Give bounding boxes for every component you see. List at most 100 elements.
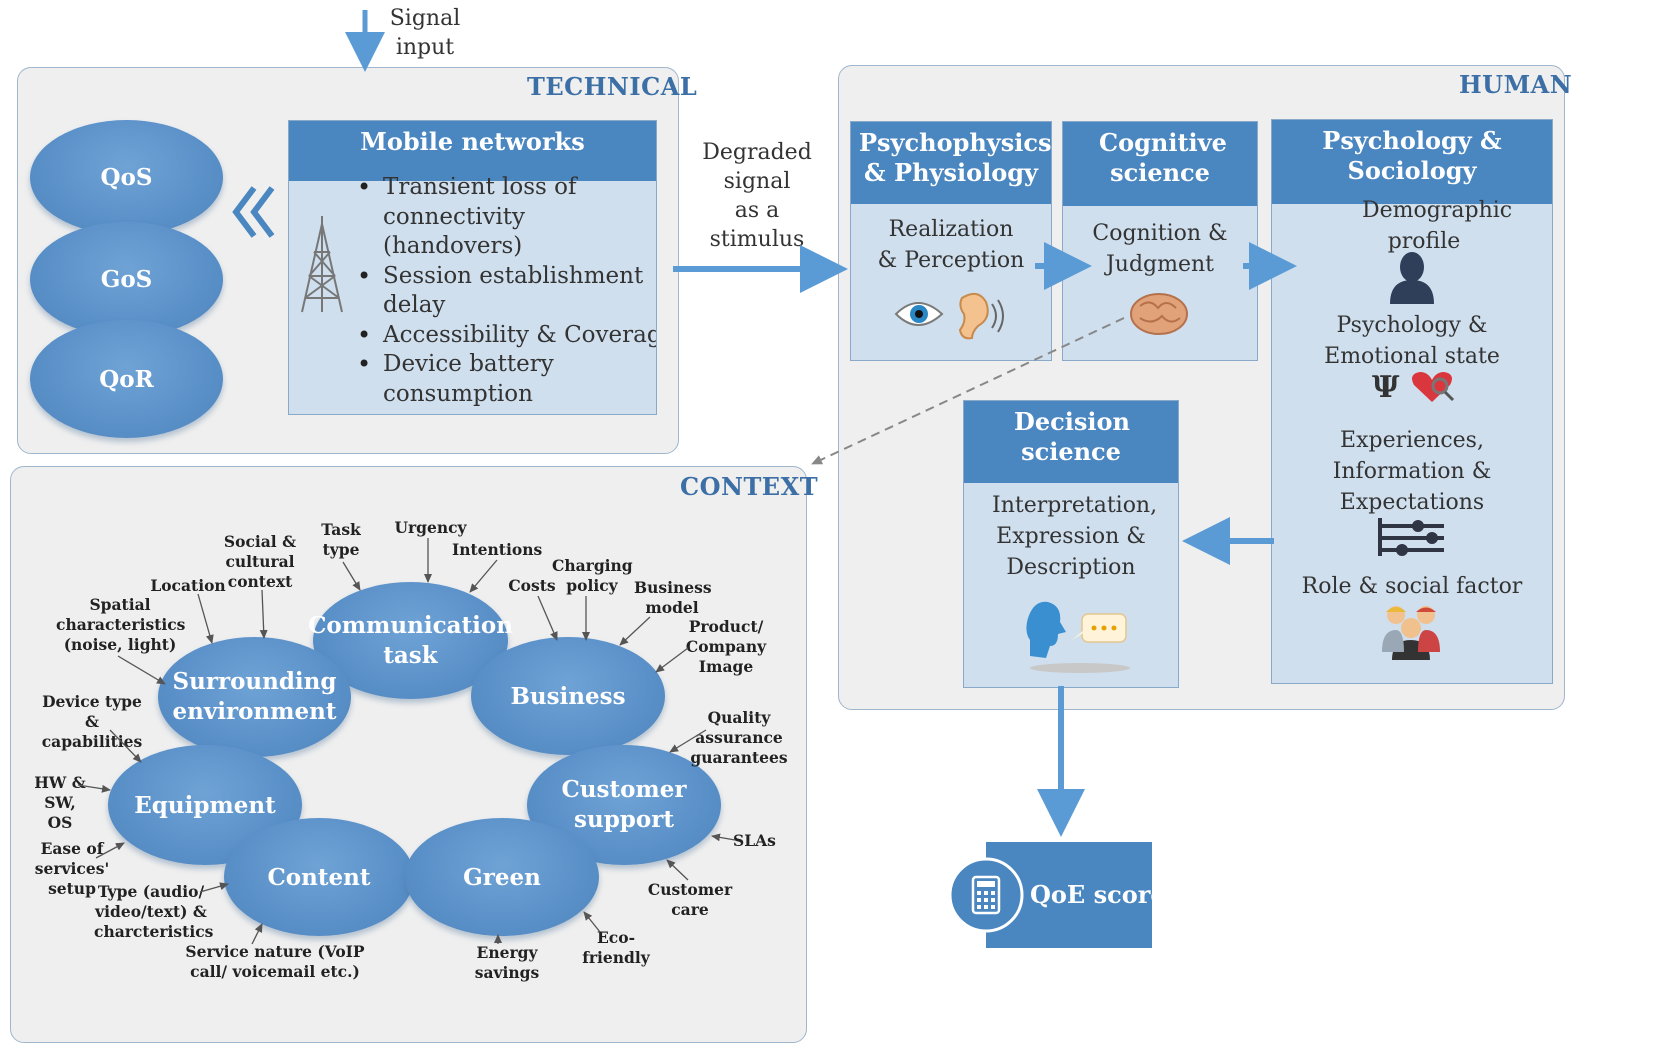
psychology-box: Psychology & Sociology Demographic profi… [1271, 119, 1553, 684]
ease-connector [95, 842, 125, 859]
degraded-signal-label: Degraded signal as a stimulus [702, 140, 812, 252]
psychology-title: Psychology & Sociology [1322, 126, 1502, 185]
qor-oval-label: QoR [99, 365, 154, 393]
intentions-connector [469, 559, 498, 593]
sliders-icon [1378, 518, 1444, 556]
service-nature-connector [251, 923, 263, 945]
content-oval: Content [224, 818, 414, 936]
customer-care-label: Customer care [647, 880, 733, 919]
location-label: Location [150, 576, 226, 595]
decision-header: Decision science [964, 401, 1178, 483]
costs-connector [537, 595, 558, 641]
surrounding-environment-label: Surrounding environment [172, 668, 337, 725]
location-connector [197, 593, 214, 644]
human-title: HUMAN [1459, 70, 1573, 99]
cognitive-title: Cognitive science [1099, 128, 1227, 187]
psychophysics-box: Psychophysics & Physiology Realization &… [850, 121, 1052, 361]
cell-tower-icon [301, 216, 343, 313]
mobile-networks-item: Device battery consumption [355, 350, 645, 409]
green-label: Green [463, 863, 541, 891]
decision-box: Decision science Interpretation, Express… [963, 400, 1179, 688]
mobile-networks-header: Mobile networks [289, 121, 656, 181]
brain-icon [1130, 293, 1188, 335]
eco-friendly-label: Eco-friendly [582, 928, 650, 967]
cognitive-header: Cognitive science [1063, 122, 1257, 206]
hw-connector [77, 784, 111, 793]
calculator-icon [948, 857, 1024, 933]
business-label: Business [510, 682, 626, 710]
group-people-icon [1382, 606, 1440, 660]
psi-icon: Ψ [1372, 370, 1400, 405]
business-model-connector [619, 616, 651, 646]
decision-title: Decision science [1014, 407, 1130, 466]
product-image-label: Product/ Company Image [685, 617, 767, 676]
mobile-networks-title: Mobile networks [360, 127, 585, 156]
decision-text: Interpretation, Expression & Description [992, 493, 1158, 580]
role-text: Role & social factor [1301, 574, 1523, 599]
psychophysics-text: Realization & Perception [877, 217, 1025, 273]
person-silhouette-icon [1390, 252, 1434, 304]
qos-oval: QoS [30, 120, 223, 235]
heart-search-icon [1412, 372, 1455, 402]
social-context-label: Social & cultural context [223, 532, 297, 591]
business-model-label: Business model [634, 578, 712, 617]
spatial-label: Spatial characteristics (noise, light) [56, 595, 186, 654]
signal-input-label: Signal input [389, 6, 461, 60]
technical-title: TECHNICAL [527, 72, 698, 101]
ear-icon [958, 292, 1004, 340]
device-connector [109, 729, 142, 763]
slas-connector [711, 833, 736, 842]
content-label: Content [267, 863, 371, 891]
costs-label: Costs [508, 576, 556, 595]
context-title: CONTEXT [680, 472, 819, 501]
type-av-label: Type (audio/ video/text) & charcteristic… [94, 882, 214, 941]
business-oval: Business [471, 637, 665, 755]
eye-icon [894, 302, 944, 326]
eco-connector [583, 911, 601, 933]
chevron-left-double-icon [232, 186, 275, 238]
slas-label: SLAs [733, 831, 776, 850]
qos-oval-label: QoS [100, 164, 153, 191]
mobile-networks-list: Transient loss of connectivity (handover… [355, 173, 656, 409]
qoe-score-label: QoE score [1030, 880, 1166, 909]
context-dashed-arrow [811, 317, 1125, 465]
type-av-connector [199, 882, 229, 893]
product-connector [655, 647, 689, 673]
customer-care-connector [666, 859, 689, 881]
energy-savings-label: Energy savings [474, 943, 540, 982]
ease-of-setup-label: Ease of services' setup [34, 839, 110, 898]
quality-connector [669, 729, 707, 753]
urgency-label: Urgency [394, 518, 467, 537]
mobile-networks-item: Accessibility & Coverage [355, 321, 656, 351]
green-oval: Green [405, 818, 599, 936]
psychophysics-header: Psychophysics & Physiology [851, 122, 1051, 204]
mobile-networks-box: Mobile networks Transient loss of connec… [288, 120, 657, 415]
task-type-label: Task type [321, 520, 361, 559]
cognitive-box: Cognitive science Cognition & Judgment [1062, 121, 1258, 361]
qor-oval: QoR [30, 320, 223, 438]
gos-oval-label: GoS [100, 266, 153, 293]
psychophysics-title: Psychophysics & Physiology [859, 128, 1052, 187]
spatial-connector [117, 655, 166, 685]
quality-assurance-label: Quality assurance guarantees [690, 708, 788, 767]
charging-policy-label: Charging policy [552, 556, 633, 595]
task-type-connector [342, 561, 361, 591]
context-connectors [77, 538, 736, 945]
surrounding-environment-oval: Surrounding environment [158, 637, 351, 757]
customer-support-label: Customer support [561, 776, 687, 833]
mobile-networks-item: Transient loss of connectivity (handover… [355, 173, 645, 262]
psychology-header: Psychology & Sociology [1272, 120, 1552, 204]
emotional-text: Psychology & Emotional state [1324, 313, 1500, 369]
experiences-text: Experiences, Information & Expectations [1332, 428, 1492, 515]
service-nature-label: Service nature (VoIP call/ voicemail etc… [185, 942, 365, 981]
intentions-label: Intentions [452, 540, 543, 559]
social-connector [259, 589, 268, 639]
demographic-text: Demographic profile [1362, 198, 1513, 254]
communication-task-label: Communication task [308, 611, 513, 669]
hw-sw-label: HW & SW, OS [34, 773, 86, 832]
cognitive-text: Cognition & Judgment [1092, 221, 1228, 277]
speaking-head-icon [1026, 601, 1130, 673]
mobile-networks-item: Session establishment delay [355, 262, 645, 321]
equipment-label: Equipment [134, 791, 276, 819]
